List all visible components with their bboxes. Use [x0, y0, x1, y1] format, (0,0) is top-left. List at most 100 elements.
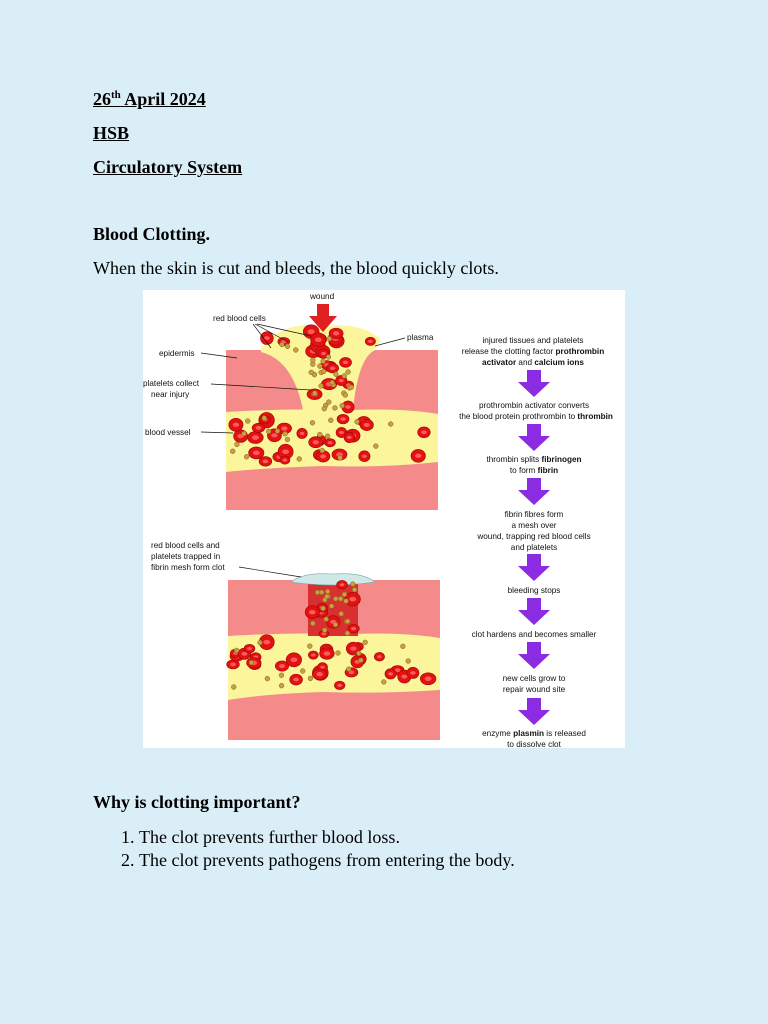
red-blood-cell-highlight [312, 440, 319, 445]
red-blood-cell-highlight [339, 430, 344, 435]
red-blood-cell-highlight [299, 431, 305, 435]
pointer-blood-vessel [200, 431, 234, 434]
platelet [388, 421, 394, 427]
platelet [312, 390, 318, 396]
platelet [325, 354, 332, 360]
red-blood-cell-highlight [368, 339, 373, 343]
red-blood-cell-highlight [340, 417, 346, 421]
red-blood-cell-highlight [361, 454, 367, 458]
date-rest: April 2024 [124, 89, 206, 109]
date-day: 26 [93, 89, 111, 109]
step-arrows [518, 370, 550, 725]
red-blood-cell-highlight [363, 422, 370, 427]
platelet [274, 428, 281, 434]
label-epidermis: epidermis [159, 349, 195, 358]
label-wound: wound [309, 292, 335, 301]
pointer-epidermis [200, 352, 238, 359]
platelet [405, 658, 411, 664]
platelet [264, 675, 270, 682]
step-8-line-2: to dissolve clot [507, 740, 561, 748]
step-6-line-1: clot hardens and becomes smaller [472, 630, 597, 639]
label-red-blood-cells: red blood cells [213, 314, 266, 323]
reason-item-1: The clot prevents further blood loss. [139, 826, 515, 849]
platelet [314, 589, 321, 596]
platelet [348, 384, 354, 390]
red-blood-cell-highlight [264, 336, 270, 341]
step-7-line-1: new cells grow to [503, 674, 566, 683]
platelet [248, 659, 255, 666]
red-blood-cell-highlight [351, 626, 357, 631]
red-blood-cell-highlight [247, 646, 252, 651]
top-red-blood-cells [228, 324, 431, 467]
platelet [337, 455, 343, 461]
platelet [319, 447, 325, 454]
red-blood-cell-highlight [251, 435, 259, 440]
platelet [296, 456, 302, 462]
wound-arrow-icon [309, 304, 337, 332]
step-arrow-icon [518, 370, 550, 397]
red-blood-cell-highlight [252, 450, 260, 456]
platelet [317, 363, 323, 369]
step-1-line-3: activator and calcium ions [482, 358, 584, 367]
red-blood-cell-highlight [327, 441, 333, 445]
pointer-rbc-1 [252, 323, 272, 349]
red-blood-cell-highlight [311, 653, 316, 657]
platelet [333, 371, 339, 377]
red-blood-cell-highlight [316, 672, 323, 677]
step-4-line-1: fibrin fibres form [505, 510, 564, 519]
platelet [265, 428, 272, 435]
red-blood-cell-highlight [241, 651, 248, 656]
red-blood-cell-highlight [290, 657, 298, 663]
platelet [243, 454, 250, 460]
step-arrow-icon [518, 698, 550, 725]
red-blood-cell-highlight [263, 639, 271, 645]
diagram-svg: wound red blood cells plasma epidermis p… [143, 292, 613, 748]
platelet [321, 368, 327, 375]
platelet [307, 643, 313, 649]
red-blood-cell-highlight [314, 337, 322, 343]
step-1-line-1: injured tissues and platelets [482, 336, 583, 345]
platelet [356, 650, 362, 657]
red-blood-cell-highlight [421, 430, 427, 435]
bottom-platelets [231, 581, 411, 690]
platelet [335, 650, 341, 656]
red-blood-cell-highlight [329, 366, 336, 370]
red-blood-cell-highlight [337, 683, 343, 687]
platelet [234, 647, 240, 654]
date-suffix: th [111, 89, 121, 101]
platelet [358, 657, 364, 663]
top-panel [226, 324, 438, 510]
platelet [354, 419, 360, 425]
question-heading: Why is clotting important? [93, 792, 301, 812]
platelet [341, 591, 348, 598]
red-blood-cell-highlight [394, 668, 401, 673]
platelet [234, 441, 240, 448]
red-blood-cell-highlight [332, 331, 340, 336]
platelet [341, 373, 347, 379]
platelet [345, 369, 351, 375]
red-blood-cell-highlight [377, 655, 382, 659]
platelet [293, 347, 299, 353]
red-blood-cell-highlight [282, 449, 290, 455]
platelet [279, 341, 285, 348]
step-4-line-3: wound, trapping red blood cells [476, 532, 590, 541]
red-blood-cell-highlight [342, 360, 349, 365]
pointer-trapped [238, 566, 302, 578]
step-7-line-2: repair wound site [503, 685, 566, 694]
label-trapped-2: platelets trapped in [151, 552, 221, 561]
red-blood-cell-highlight [323, 651, 331, 656]
step-4-line-4: and platelets [511, 543, 557, 552]
top-platelets [230, 336, 394, 462]
platelet [321, 406, 327, 412]
platelet [241, 430, 247, 437]
platelet [345, 618, 351, 625]
platelet [400, 643, 406, 649]
red-blood-cell-highlight [410, 671, 416, 675]
step-3-line-1: thrombin splits fibrinogen [486, 455, 581, 464]
pointer-rbc-3 [256, 323, 312, 337]
date-heading: 26th April 2024 [93, 88, 206, 110]
step-arrow-icon [518, 598, 550, 625]
pointer-platelets [210, 383, 312, 391]
platelet [308, 369, 314, 376]
red-blood-cell-highlight [388, 672, 394, 676]
